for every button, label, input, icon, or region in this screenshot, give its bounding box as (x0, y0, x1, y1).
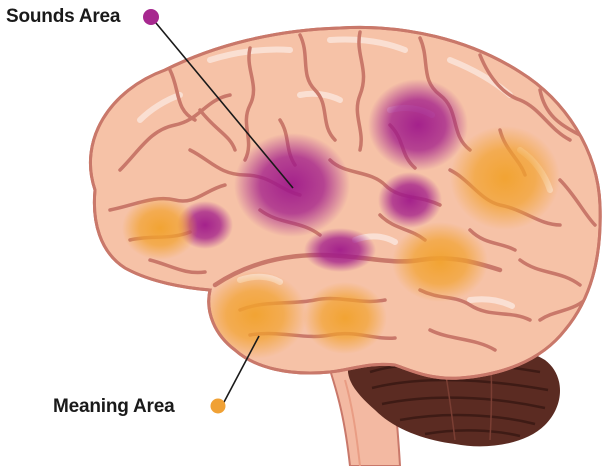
sounds-marker (143, 9, 159, 25)
meaning-marker (211, 399, 226, 414)
sounds-area-label: Sounds Area (6, 6, 120, 28)
meaning-area-label: Meaning Area (53, 396, 174, 418)
